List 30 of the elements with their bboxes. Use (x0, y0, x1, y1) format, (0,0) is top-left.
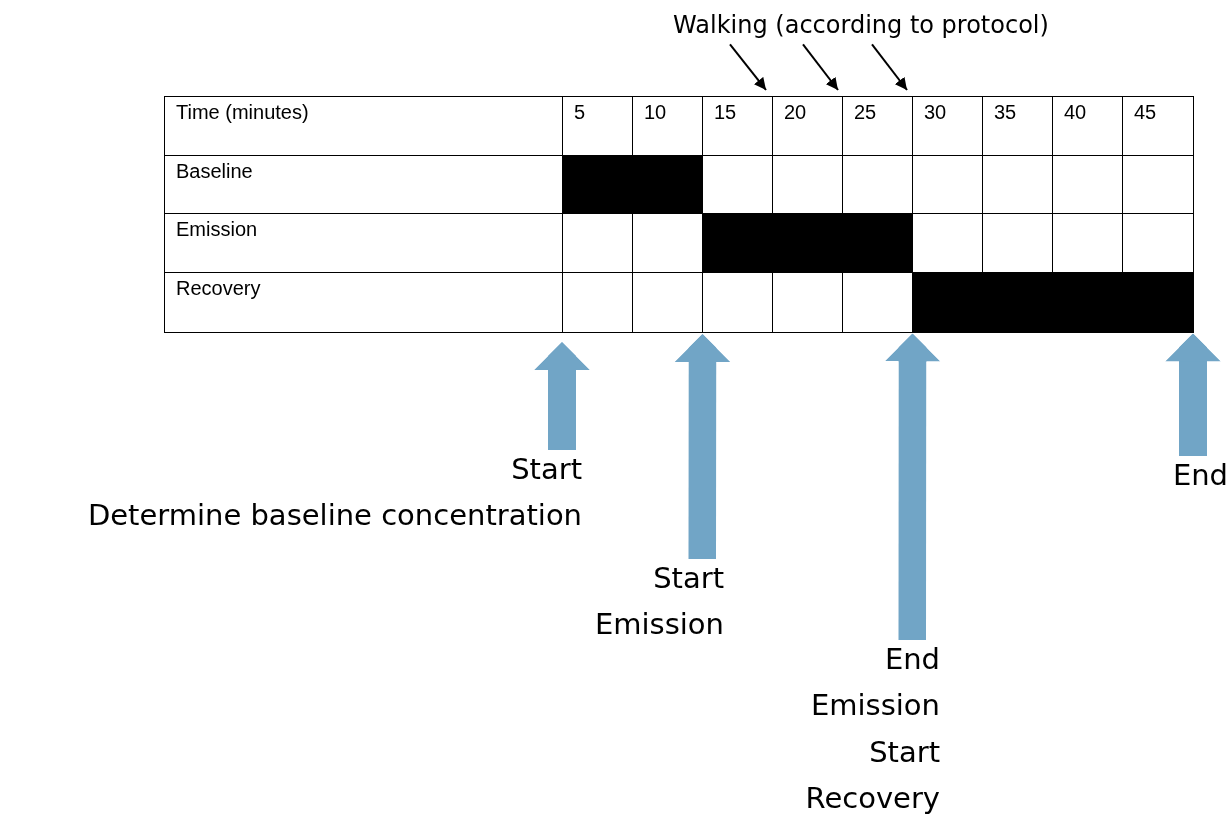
time-value: 40 (1064, 101, 1087, 124)
time-value: 10 (644, 101, 667, 124)
time-value: 25 (854, 101, 877, 124)
row-label: Recovery (176, 277, 261, 300)
row-label: Baseline (176, 160, 253, 183)
event-label: Start Emission (593, 560, 724, 644)
annotation-text: Walking (according to protocol) (672, 10, 1050, 41)
arrow (871, 43, 908, 91)
block-arrow (674, 334, 731, 560)
time-value: 30 (924, 101, 947, 124)
event-label: End (1171, 457, 1228, 494)
event-label: End Emission (809, 641, 940, 725)
time-value: 5 (574, 101, 586, 124)
block-arrow (884, 333, 941, 641)
time-value: 15 (714, 101, 737, 124)
time-value: 20 (784, 101, 807, 124)
schedule-bar (912, 272, 1194, 333)
schedule-bar (562, 155, 703, 214)
block-arrow (1165, 333, 1221, 456)
block-arrow (534, 342, 590, 450)
time-value: 45 (1134, 101, 1157, 124)
schedule-bar (702, 213, 913, 273)
column-header: Time (minutes) (176, 101, 309, 124)
event-label: Determine baseline concentration (86, 497, 582, 535)
time-value: 35 (994, 101, 1017, 124)
arrow (729, 43, 767, 91)
event-label: Start Recovery (804, 733, 940, 818)
arrow (802, 43, 839, 91)
row-label: Emission (176, 218, 258, 241)
event-label: Start (510, 451, 582, 488)
